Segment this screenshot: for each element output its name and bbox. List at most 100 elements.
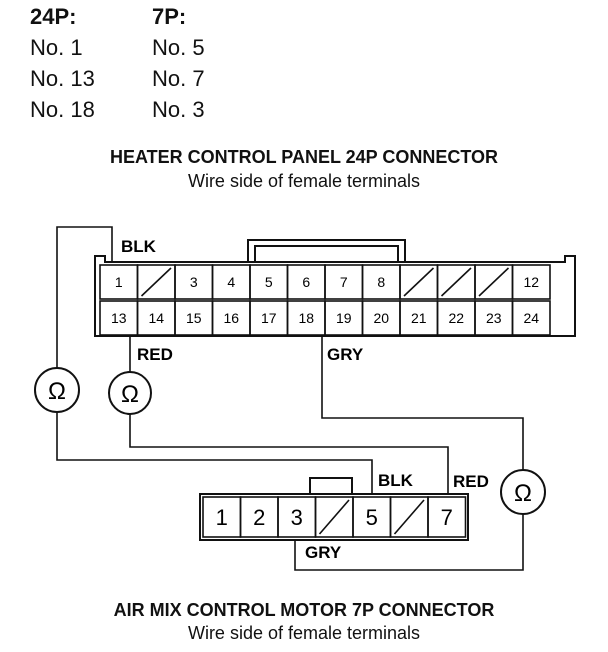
top-cavity: 1 <box>99 264 139 300</box>
pin-table-row: No. 1 No. 5 <box>30 35 270 66</box>
wire-red <box>129 336 449 494</box>
top-cavity: 22 <box>436 300 476 336</box>
empty-cavity-slash <box>478 267 510 297</box>
top-connector-subtitle: Wire side of female terminals <box>187 171 421 191</box>
pin-number: 13 <box>111 310 127 326</box>
top-connector-lock-tab <box>247 239 406 262</box>
top-cavity: 12 <box>511 264 551 300</box>
header-7p: 7P: <box>152 4 187 29</box>
pin-24p-cell: No. 1 <box>30 35 83 60</box>
wire-label-gry-top: GRY <box>327 345 364 364</box>
pin-number: 1 <box>115 274 123 290</box>
top-cavity: 17 <box>249 300 289 336</box>
wire-label-red-top: RED <box>137 345 173 364</box>
top-cavity: 24 <box>511 300 551 336</box>
header-24p: 24P: <box>30 4 77 29</box>
top-cavity: 3 <box>174 264 214 300</box>
pin-table-row: No. 18 No. 3 <box>30 97 270 128</box>
ohmmeter-symbol-right: Ω <box>500 469 546 515</box>
pin-number: 12 <box>523 274 539 290</box>
empty-cavity-slash <box>393 499 425 535</box>
pin-number: 24 <box>523 310 539 326</box>
pin-number: 1 <box>216 505 228 530</box>
top-cavity <box>474 264 514 300</box>
top-cavity: 15 <box>174 300 214 336</box>
pin-number: 2 <box>253 505 265 530</box>
empty-cavity-slash <box>140 267 172 297</box>
top-cavity: 8 <box>361 264 401 300</box>
pin-number: 19 <box>336 310 352 326</box>
bottom-cavity: 1 <box>202 496 242 538</box>
top-connector-title: HEATER CONTROL PANEL 24P CONNECTOR <box>109 147 499 167</box>
top-connector-outline <box>94 255 576 337</box>
ohm-icon: Ω <box>48 378 66 405</box>
bottom-cavity <box>314 496 354 538</box>
bottom-connector-tab <box>309 477 353 494</box>
pin-number: 15 <box>186 310 202 326</box>
empty-cavity-slash <box>318 499 350 535</box>
top-cavity: 21 <box>399 300 439 336</box>
pin-number: 23 <box>486 310 502 326</box>
top-cavity <box>136 264 176 300</box>
pin-number: 16 <box>223 310 239 326</box>
top-connector-row2: 13 14 15 16 17 18 19 20 21 22 23 24 <box>99 300 551 336</box>
pin-number: 14 <box>148 310 164 326</box>
pin-table-header: 24P: 7P: <box>30 4 270 35</box>
pin-number: 7 <box>340 274 348 290</box>
pin-7p-cell: No. 5 <box>152 35 205 60</box>
top-cavity: 7 <box>324 264 364 300</box>
top-cavity: 19 <box>324 300 364 336</box>
pin-7p-cell: No. 7 <box>152 66 205 91</box>
pin-number: 5 <box>366 505 378 530</box>
bottom-cavity: 5 <box>352 496 392 538</box>
wire-label-blk-top: BLK <box>121 237 157 256</box>
top-cavity: 23 <box>474 300 514 336</box>
pin-24p-cell: No. 13 <box>30 66 95 91</box>
bottom-connector-title: AIR MIX CONTROL MOTOR 7P CONNECTOR <box>113 600 495 620</box>
pin-table-row: No. 13 No. 7 <box>30 66 270 97</box>
pin-number: 18 <box>298 310 314 326</box>
ohmmeter-symbol-middle: Ω <box>108 371 152 415</box>
bottom-cavity: 3 <box>277 496 317 538</box>
top-cavity: 16 <box>211 300 251 336</box>
ohm-icon: Ω <box>121 381 139 408</box>
pin-number: 3 <box>190 274 198 290</box>
top-cavity: 5 <box>249 264 289 300</box>
top-cavity: 20 <box>361 300 401 336</box>
pin-number: 17 <box>261 310 277 326</box>
wire-gry <box>294 336 524 571</box>
top-cavity: 4 <box>211 264 251 300</box>
pin-number: 8 <box>377 274 385 290</box>
pin-24p-cell: No. 18 <box>30 97 95 122</box>
wire-label-red-bottom: RED <box>453 472 489 491</box>
bottom-cavity <box>389 496 429 538</box>
pin-number: 21 <box>411 310 427 326</box>
ohm-icon: Ω <box>514 480 532 507</box>
top-cavity: 13 <box>99 300 139 336</box>
wire-label-gry-bottom: GRY <box>305 543 342 562</box>
bottom-connector-subtitle: Wire side of female terminals <box>187 623 421 643</box>
bottom-connector-outline <box>199 493 469 541</box>
top-cavity: 18 <box>286 300 326 336</box>
ohmmeter-symbol-left: Ω <box>34 367 80 413</box>
pin-number: 20 <box>373 310 389 326</box>
empty-cavity-slash <box>403 267 435 297</box>
pin-7p-cell: No. 3 <box>152 97 205 122</box>
empty-cavity-slash <box>440 267 472 297</box>
pin-number: 6 <box>302 274 310 290</box>
pin-table: 24P: 7P: No. 1 No. 5 No. 13 No. 7 No. 18… <box>30 4 270 128</box>
top-cavity <box>436 264 476 300</box>
pin-number: 7 <box>441 505 453 530</box>
wire-blk <box>56 226 373 494</box>
wire-label-blk-bottom: BLK <box>378 471 414 490</box>
pin-number: 22 <box>448 310 464 326</box>
pin-number: 4 <box>227 274 235 290</box>
top-cavity: 14 <box>136 300 176 336</box>
top-cavity: 6 <box>286 264 326 300</box>
bottom-cavity: 2 <box>239 496 279 538</box>
bottom-cavity: 7 <box>427 496 467 538</box>
pin-number: 3 <box>291 505 303 530</box>
